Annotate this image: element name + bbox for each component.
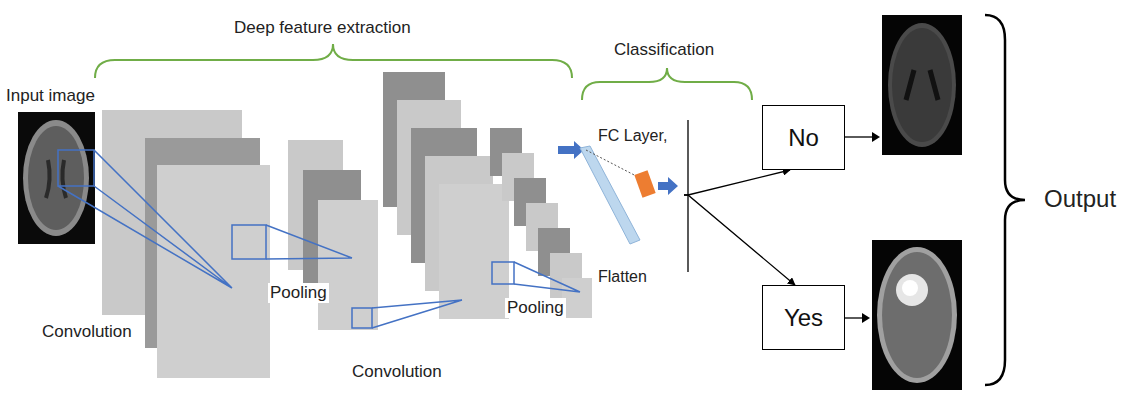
section-title: Classification <box>612 40 716 60</box>
decision-box: No <box>762 105 845 170</box>
kernel-projection <box>58 150 580 328</box>
layer-label: Pooling <box>505 298 566 318</box>
section-title: Deep feature extraction <box>232 18 413 38</box>
skull <box>23 120 89 236</box>
output-brace <box>985 15 1025 385</box>
green-brace <box>582 68 752 100</box>
ventricle <box>46 160 66 198</box>
node-text: FC Layer, <box>598 127 667 145</box>
kernel-window <box>232 225 266 259</box>
arrow-head <box>872 132 880 142</box>
projection-line <box>372 300 462 328</box>
feature-map <box>439 184 509 319</box>
projection-line <box>514 262 580 292</box>
feature-map <box>157 165 270 378</box>
flow-arrow <box>658 177 678 195</box>
fc-neuron <box>634 170 655 197</box>
brain <box>892 28 952 142</box>
dotted-link <box>586 150 640 178</box>
connector <box>684 170 790 195</box>
ventricle <box>906 70 938 100</box>
projection-line <box>266 225 352 259</box>
kernel-window <box>492 262 514 284</box>
projection-line <box>58 150 232 288</box>
image-label: Input image <box>4 86 97 106</box>
tumor-mri <box>872 240 962 390</box>
no-tumor-mri <box>882 15 962 155</box>
feature-map <box>318 200 378 330</box>
layer-label: Convolution <box>40 322 134 342</box>
arrow-line <box>845 136 872 137</box>
skull <box>877 247 957 383</box>
kernel-window <box>58 150 94 186</box>
image-ground <box>882 15 962 155</box>
node-text: Yes <box>784 304 823 332</box>
brain <box>882 252 952 378</box>
layer-label: Pooling <box>268 283 329 303</box>
image-ground <box>872 240 962 390</box>
fc-layer: FC Layer, Flatten <box>560 125 684 290</box>
arrow-line <box>845 317 862 318</box>
feature-map <box>562 278 592 318</box>
node-text: No <box>788 124 819 152</box>
arrow-head <box>862 313 870 323</box>
node-text: Flatten <box>598 268 647 286</box>
flow-arrow <box>558 141 584 159</box>
kernel-window <box>352 308 372 328</box>
tumor-core <box>902 280 918 296</box>
green-brace <box>95 44 572 78</box>
connector <box>684 195 795 285</box>
image-ground <box>18 112 95 244</box>
brain <box>888 23 956 147</box>
layer-label: Convolution <box>350 362 444 382</box>
output-label: Output <box>1042 185 1118 213</box>
flatten-bar <box>580 146 640 244</box>
tumor <box>896 274 928 306</box>
input-mri <box>18 112 95 244</box>
brain <box>28 126 84 230</box>
decision-box: Yes <box>762 285 845 350</box>
